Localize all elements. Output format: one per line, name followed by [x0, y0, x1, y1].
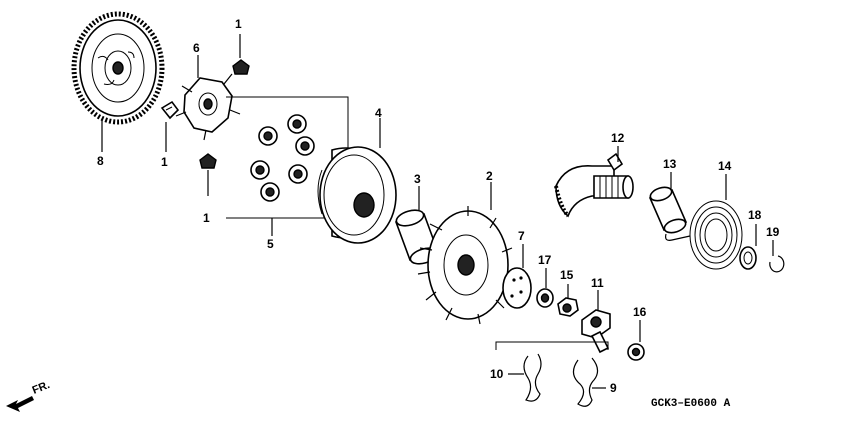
label-2: 2 [486, 169, 493, 183]
label-1-bottom: 1 [203, 211, 210, 225]
kick-starter-spindle [554, 152, 634, 218]
movable-drive-face [317, 146, 397, 244]
washer-17 [536, 288, 554, 308]
label-11: 11 [591, 276, 604, 290]
diagram-reference-code: GCK3–E0600 A [651, 398, 731, 410]
front-marker-label: FR. [31, 379, 52, 397]
label-4: 4 [375, 106, 382, 120]
label-17: 17 [538, 253, 552, 267]
slider-piece-left [160, 100, 180, 120]
washer-16 [627, 343, 645, 361]
label-15: 15 [560, 268, 574, 282]
collar-13 [648, 186, 688, 234]
label-13: 13 [663, 157, 677, 171]
label-5: 5 [267, 237, 274, 251]
slider-piece-top [232, 59, 250, 75]
label-9: 9 [610, 381, 617, 395]
label-12: 12 [611, 131, 625, 145]
nut-15 [557, 297, 579, 317]
label-1-top: 1 [235, 17, 242, 31]
label-3: 3 [414, 172, 421, 186]
label-14: 14 [718, 159, 732, 173]
ratchet-plate [502, 267, 532, 309]
ring-gear-plate [71, 11, 165, 125]
label-18: 18 [748, 208, 762, 222]
label-16: 16 [633, 305, 647, 319]
starter-pinion [581, 309, 611, 354]
spring-clip-bracket [495, 341, 609, 350]
ramp-plate [175, 73, 241, 141]
label-6: 6 [193, 41, 200, 55]
circlip-19 [769, 255, 785, 273]
washer-18 [739, 246, 757, 270]
front-direction-arrow-icon [6, 396, 34, 412]
label-7: 7 [518, 229, 525, 243]
slider-piece-bottom [199, 153, 217, 169]
starter-spring [665, 200, 743, 270]
drive-face-fan [417, 206, 515, 325]
label-10: 10 [490, 367, 504, 381]
weight-rollers [250, 114, 315, 202]
label-8: 8 [97, 154, 104, 168]
label-19: 19 [766, 225, 780, 239]
label-1-left: 1 [161, 155, 168, 169]
spring-clip-9 [572, 357, 599, 407]
spring-clip-10 [523, 353, 542, 402]
